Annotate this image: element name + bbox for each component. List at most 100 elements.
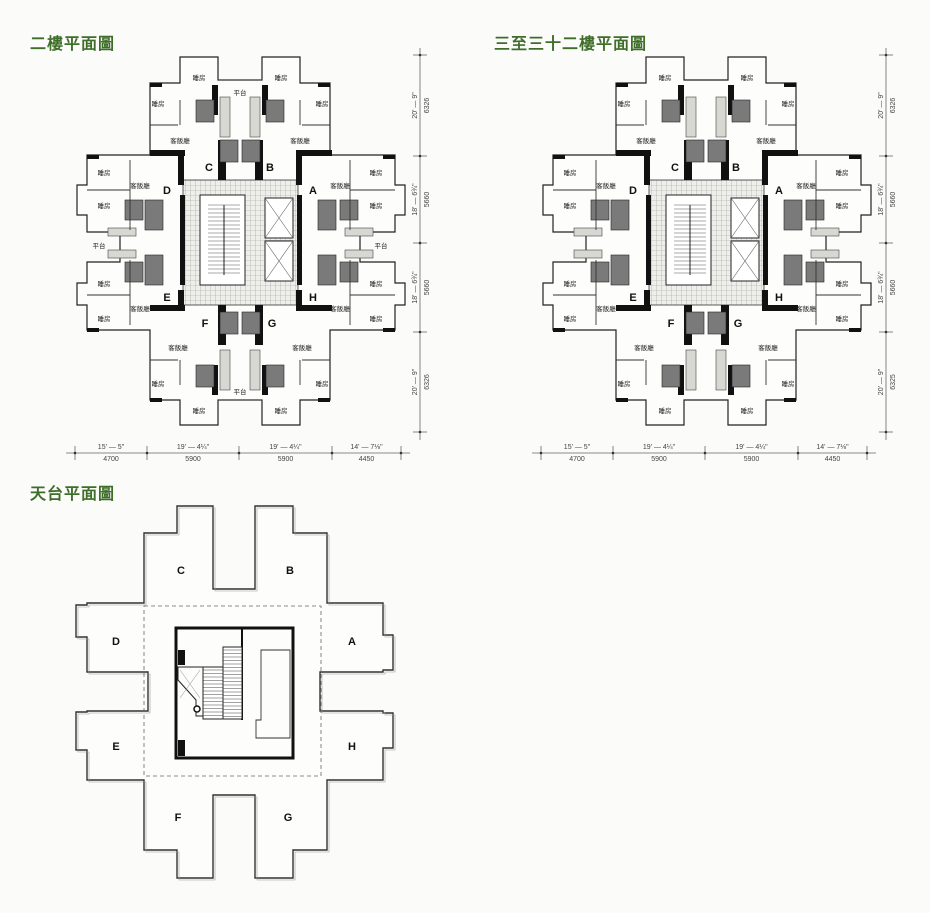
dimension-metric: 4700 — [569, 456, 585, 463]
room-label-bedroom: 睡房 — [98, 279, 111, 288]
unit-label: E — [629, 292, 636, 304]
dimension-imperial: 19' — 4¼" — [643, 444, 676, 451]
partitions — [553, 100, 861, 385]
room-label-living-dining: 客飯廳 — [170, 136, 190, 145]
room-label-terrace: 平台 — [234, 88, 247, 97]
dimension-imperial: 20' — 9" — [878, 92, 885, 119]
dimension-imperial: 15' — 5" — [98, 444, 125, 451]
dimension-imperial: 18' — 6¾" — [412, 183, 419, 216]
room-label-bedroom: 睡房 — [152, 99, 165, 108]
room-label-bedroom: 睡房 — [370, 201, 383, 210]
lift-shafts — [730, 197, 760, 282]
room-label-bedroom: 睡房 — [316, 99, 329, 108]
room-label-bedroom: 睡房 — [98, 168, 111, 177]
dimension-metric: 4450 — [825, 456, 841, 463]
horizontal-dimensions: 15' — 5" 4700 19' — 4¼" 5900 19' — 4¼" 5900 14… — [532, 444, 876, 463]
roof-unit-label: F — [175, 812, 182, 824]
room-label-bedroom: 睡房 — [275, 73, 288, 82]
unit-label: H — [775, 292, 783, 304]
dimension-imperial: 15' — 5" — [564, 444, 591, 451]
lift-shafts — [264, 197, 294, 282]
unit-label: G — [268, 318, 277, 330]
room-label-bedroom: 睡房 — [836, 279, 849, 288]
dimension-metric: 5900 — [185, 456, 201, 463]
staircase — [199, 194, 246, 286]
room-label-bedroom: 睡房 — [836, 168, 849, 177]
room-label-living-dining: 客飯廳 — [758, 343, 778, 352]
room-label-living-dining: 客飯廳 — [330, 181, 350, 190]
room-label-living-dining: 客飯廳 — [330, 304, 350, 313]
dimension-metric: 5900 — [744, 456, 760, 463]
room-label-bedroom: 睡房 — [193, 406, 206, 415]
room-label-bedroom: 睡房 — [782, 379, 795, 388]
dimension-imperial: 14' — 7⅛" — [816, 444, 849, 451]
room-label-living-dining: 客飯廳 — [130, 181, 150, 190]
unit-label: A — [775, 185, 783, 197]
dimension-metric: 5900 — [651, 456, 667, 463]
dimension-imperial: 20' — 9" — [878, 368, 885, 395]
room-label-living-dining: 客飯廳 — [796, 181, 816, 190]
dimension-imperial: 18' — 6¾" — [878, 271, 885, 304]
unit-label: F — [668, 318, 675, 330]
room-label-bedroom: 睡房 — [193, 73, 206, 82]
unit-label: E — [163, 292, 170, 304]
dimension-metric: 6326 — [424, 98, 431, 114]
dimension-imperial: 20' — 9" — [412, 92, 419, 119]
typical-floor-plan-title: 三至三十二樓平面圖 — [494, 34, 648, 53]
dimension-imperial: 19' — 4¼" — [735, 444, 768, 451]
bathrooms-kitchens — [107, 96, 374, 391]
room-label-bedroom: 睡房 — [659, 73, 672, 82]
room-label-bedroom: 睡房 — [618, 379, 631, 388]
unit-label: G — [734, 318, 743, 330]
bathrooms-kitchens — [573, 96, 840, 391]
dimension-metric: 6326 — [424, 374, 431, 390]
room-label-terrace: 平台 — [93, 241, 106, 250]
unit-label: B — [266, 162, 274, 174]
room-label-bedroom: 睡房 — [836, 201, 849, 210]
roof-unit-label: B — [286, 565, 294, 577]
partitions — [87, 79, 395, 401]
roof-unit-label: G — [284, 812, 293, 824]
room-label-living-dining: 客飯廳 — [596, 304, 616, 313]
roof-unit-label: C — [177, 565, 185, 577]
unit-label: F — [202, 318, 209, 330]
dimension-metric: 6326 — [890, 98, 897, 114]
dimension-imperial: 19' — 4¼" — [269, 444, 302, 451]
room-label-bedroom: 睡房 — [564, 201, 577, 210]
staircase — [665, 194, 712, 286]
roof-plan-title: 天台平面圖 — [30, 484, 116, 503]
floor2-plan-title: 二樓平面圖 — [30, 34, 116, 53]
unit-label: A — [309, 185, 317, 197]
roof-parapet-line — [143, 605, 322, 777]
room-label-living-dining: 客飯廳 — [634, 343, 654, 352]
unit-label: H — [309, 292, 317, 304]
unit-label: B — [732, 162, 740, 174]
room-label-bedroom: 睡房 — [98, 201, 111, 210]
dimension-metric: 4700 — [103, 456, 119, 463]
room-label-bedroom: 睡房 — [564, 279, 577, 288]
dimension-imperial: 18' — 6¾" — [412, 271, 419, 304]
dimension-imperial: 20' — 9" — [412, 368, 419, 395]
roof-unit-label: H — [348, 741, 356, 753]
roof-unit-label: A — [348, 636, 356, 648]
room-label-terrace: 平台 — [234, 387, 247, 396]
room-label-bedroom: 睡房 — [98, 314, 111, 323]
room-label-bedroom: 睡房 — [370, 314, 383, 323]
room-label-living-dining: 客飯廳 — [796, 304, 816, 313]
dimension-imperial: 18' — 6¾" — [878, 183, 885, 216]
dimension-imperial: 14' — 7⅛" — [350, 444, 383, 451]
room-label-bedroom: 睡房 — [618, 99, 631, 108]
room-label-bedroom: 睡房 — [836, 314, 849, 323]
room-label-terrace: 平台 — [375, 241, 388, 250]
room-label-living-dining: 客飯廳 — [596, 181, 616, 190]
unit-label: D — [163, 185, 171, 197]
room-label-bedroom: 睡房 — [741, 73, 754, 82]
room-label-living-dining: 客飯廳 — [756, 136, 776, 145]
room-label-living-dining: 客飯廳 — [290, 136, 310, 145]
